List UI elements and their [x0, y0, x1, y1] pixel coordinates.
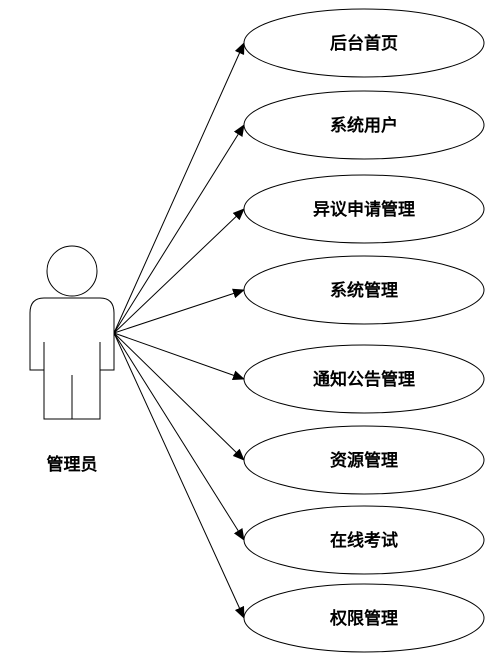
use-case-ellipse — [243, 505, 485, 575]
use-case-ellipse — [243, 174, 485, 244]
association-arrow — [113, 332, 245, 541]
use-case: 系统管理 — [243, 255, 485, 325]
actor-figure — [29, 245, 115, 420]
actor-name: 管理员 — [47, 454, 98, 475]
use-case-label: 资源管理 — [330, 450, 398, 471]
actor-head — [46, 245, 98, 297]
associations — [113, 42, 245, 619]
use-case: 后台首页 — [243, 8, 485, 78]
use-case-label: 异议申请管理 — [313, 199, 415, 220]
use-case: 在线考试 — [243, 505, 485, 575]
association-arrow — [113, 208, 245, 334]
use-case-label: 在线考试 — [330, 530, 398, 551]
use-case-label: 权限管理 — [329, 608, 398, 629]
use-case: 异议申请管理 — [243, 174, 485, 244]
use-case: 资源管理 — [243, 425, 485, 495]
use-case-ellipse — [243, 425, 485, 495]
association-arrow — [113, 288, 245, 334]
use-case-ellipse — [243, 90, 485, 160]
use-case-label: 通知公告管理 — [313, 369, 415, 390]
use-case-label: 系统用户 — [330, 115, 398, 136]
use-case-ellipse — [243, 583, 485, 653]
use-case-ellipse — [243, 344, 485, 414]
association-arrow — [113, 332, 245, 381]
use-case-label: 后台首页 — [330, 33, 398, 54]
use-case-label: 系统管理 — [330, 280, 398, 301]
use-case: 系统用户 — [243, 90, 485, 160]
association-arrow — [113, 332, 245, 461]
actor-body — [29, 297, 115, 420]
use-case-ellipse — [243, 8, 485, 78]
association-arrow — [113, 332, 245, 619]
use-case: 通知公告管理 — [243, 344, 485, 414]
use-case: 权限管理 — [243, 583, 485, 653]
association-arrow — [113, 124, 245, 334]
use-case-ellipse — [243, 255, 485, 325]
association-arrow — [113, 42, 245, 334]
